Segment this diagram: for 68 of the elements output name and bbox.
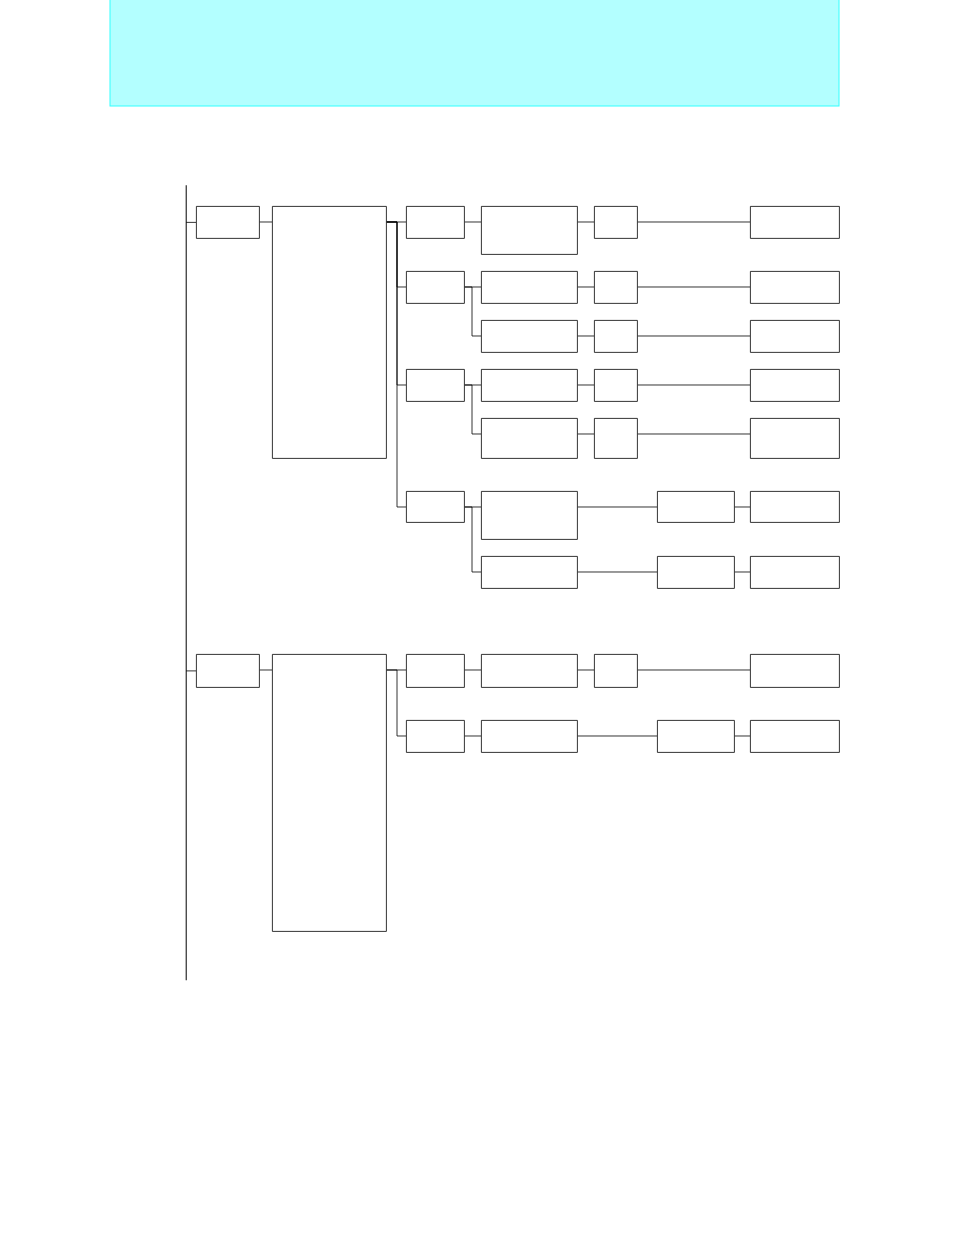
connector-line <box>464 221 482 223</box>
empty-box <box>272 206 387 459</box>
empty-box <box>406 369 465 402</box>
empty-box <box>657 491 735 523</box>
connector-line <box>734 506 751 508</box>
empty-box <box>406 654 465 688</box>
connector-line <box>577 384 595 386</box>
empty-box <box>750 556 840 589</box>
vertical-line <box>185 185 187 981</box>
empty-box <box>481 206 578 255</box>
empty-box <box>594 320 638 353</box>
empty-box <box>750 271 840 304</box>
empty-box <box>406 206 465 239</box>
connector-line <box>734 735 751 737</box>
connector-line <box>577 335 595 337</box>
connector-line <box>637 335 751 337</box>
connector-line <box>637 221 751 223</box>
connector-line <box>577 735 658 737</box>
empty-box <box>750 654 840 688</box>
empty-box <box>594 206 638 239</box>
connector-line <box>577 286 595 288</box>
empty-box <box>481 556 578 589</box>
empty-box <box>272 654 387 932</box>
empty-box <box>481 720 578 753</box>
connector-line <box>637 669 751 671</box>
empty-box <box>594 369 638 402</box>
connector-line <box>464 506 482 573</box>
connector-line <box>464 384 482 435</box>
empty-box <box>750 491 840 523</box>
connector-line <box>386 669 407 737</box>
empty-box <box>657 720 735 753</box>
empty-box <box>406 720 465 753</box>
connector-line <box>259 669 273 671</box>
empty-box <box>750 206 840 239</box>
empty-box <box>406 271 465 304</box>
empty-box <box>594 654 638 688</box>
connector-line <box>577 506 658 508</box>
empty-box <box>196 654 260 688</box>
connector-line <box>185 670 197 672</box>
empty-box <box>406 491 465 523</box>
connector-line <box>464 735 482 737</box>
connector-line <box>577 669 595 671</box>
empty-box <box>481 369 578 402</box>
empty-box <box>481 491 578 540</box>
connector-line <box>734 571 751 573</box>
empty-box <box>594 271 638 304</box>
connector-line <box>464 669 482 671</box>
connector-line <box>637 286 751 288</box>
connector-line <box>185 222 197 223</box>
empty-box <box>481 418 578 459</box>
empty-box <box>750 720 840 753</box>
connector-line <box>464 286 482 337</box>
empty-box <box>657 556 735 589</box>
connector-line <box>637 433 751 435</box>
empty-box <box>750 369 840 402</box>
empty-box <box>196 206 260 239</box>
empty-box <box>481 654 578 688</box>
empty-box <box>594 418 638 459</box>
empty-box <box>481 271 578 304</box>
connector-line <box>577 571 658 573</box>
empty-box <box>481 320 578 353</box>
connector-line <box>577 433 595 435</box>
connector-line <box>386 221 407 508</box>
connector-line <box>577 221 595 223</box>
connector-line <box>259 221 273 223</box>
empty-box <box>750 418 840 459</box>
connector-line <box>637 384 751 386</box>
empty-box <box>750 320 840 353</box>
